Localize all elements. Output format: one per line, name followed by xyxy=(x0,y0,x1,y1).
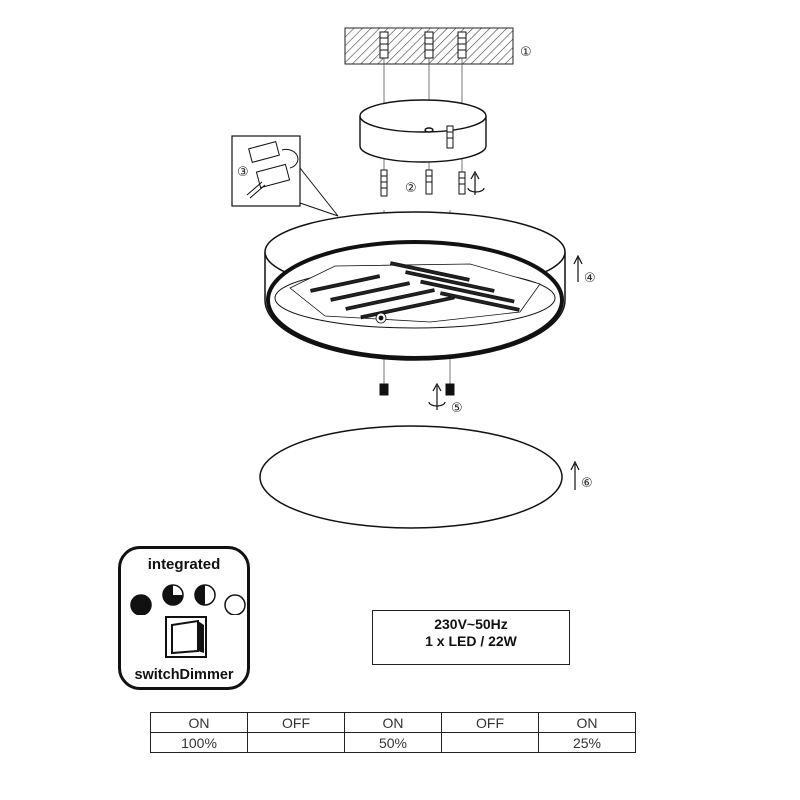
led-board xyxy=(289,261,541,324)
screw-icon xyxy=(457,31,467,59)
level-cell xyxy=(247,732,345,753)
screw-icon xyxy=(425,169,433,195)
fixing-nuts xyxy=(379,383,455,396)
screw-icon xyxy=(379,31,389,59)
mounting-screws xyxy=(380,125,466,197)
up-arrow-icon xyxy=(570,460,580,490)
diffuser xyxy=(259,425,563,529)
table-row-states: ON OFF ON OFF ON xyxy=(150,712,636,733)
level-cell: 100% xyxy=(150,732,248,753)
step-5-number: ⑤ xyxy=(451,401,463,416)
state-cell: OFF xyxy=(441,712,539,733)
level-cell: 50% xyxy=(344,732,442,753)
spec-power: 1 x LED / 22W xyxy=(425,633,517,649)
step-4-number: ④ xyxy=(584,271,596,286)
state-cell: ON xyxy=(538,712,636,733)
mounting-bracket xyxy=(359,99,487,163)
state-cell: ON xyxy=(150,712,248,733)
state-cell: OFF xyxy=(247,712,345,733)
level-cell: 25% xyxy=(538,732,636,753)
connector-icon xyxy=(246,141,299,199)
step-6-number: ⑥ xyxy=(581,476,593,491)
level-cell xyxy=(441,732,539,753)
dimmer-bottom-label: switchDimmer xyxy=(134,667,234,683)
step-2-number: ② xyxy=(405,181,417,196)
rotate-arrow-icon xyxy=(428,382,446,410)
dimmer-top-label: integrated xyxy=(147,556,221,573)
dimmer-levels-icon xyxy=(130,584,246,615)
table-row-levels: 100% 50% 25% xyxy=(150,732,636,753)
screw-icon xyxy=(380,169,388,197)
electrical-spec-box: 230V~50Hz 1 x LED / 22W xyxy=(372,610,570,665)
screw-icon xyxy=(424,31,434,59)
screw-icon xyxy=(458,171,466,195)
connector-detail xyxy=(231,135,339,217)
integrated-switch-dimmer-badge: integrated switchDimmer xyxy=(118,546,250,690)
up-arrow-icon xyxy=(573,254,583,282)
step-3-number: ③ xyxy=(237,165,249,180)
rotate-arrow-icon xyxy=(467,170,485,195)
step-1-number: ① xyxy=(520,45,532,60)
screw-icon xyxy=(446,125,454,149)
wall-plugs xyxy=(379,31,467,59)
switch-icon xyxy=(165,616,207,658)
spec-voltage: 230V~50Hz xyxy=(434,616,508,632)
switch-sequence-table: ON OFF ON OFF ON 100% 50% 25% xyxy=(150,712,636,753)
state-cell: ON xyxy=(344,712,442,733)
